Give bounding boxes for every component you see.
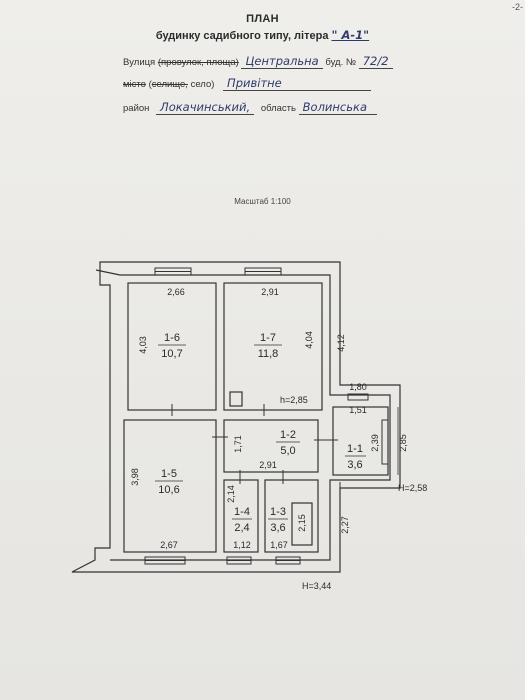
settlement-plain: село) bbox=[190, 79, 215, 90]
street-value: Центральна bbox=[241, 54, 323, 69]
dimension: 1,67 bbox=[270, 540, 288, 550]
room-area: 10,7 bbox=[161, 348, 182, 360]
room-label: 1-1 bbox=[347, 443, 363, 455]
district-label: район bbox=[123, 103, 150, 114]
house-value: 72/2 bbox=[358, 54, 393, 69]
doors bbox=[171, 404, 341, 494]
dimension: 4,04 bbox=[304, 331, 314, 349]
room-area: 10,6 bbox=[158, 484, 179, 496]
dimension: 2,91 bbox=[261, 287, 279, 297]
scale-label: Масштаб 1:100 bbox=[234, 197, 291, 206]
city-label: місто bbox=[123, 79, 146, 90]
dimension: 4,03 bbox=[138, 336, 148, 354]
dimension: 2,14 bbox=[226, 485, 236, 503]
street-options: (провулок, площа) bbox=[157, 57, 239, 68]
bath-fixture bbox=[291, 502, 313, 546]
room-label: 1-6 bbox=[164, 332, 180, 344]
room-1-5-outline bbox=[123, 419, 217, 553]
settlement-value: Привітне bbox=[223, 76, 372, 91]
dimension: 1,51 bbox=[349, 405, 367, 415]
district-value: Локачинський, bbox=[156, 100, 255, 115]
street-row: Вулиця (провулок, площа) Центральна буд.… bbox=[123, 54, 393, 69]
dimension: h=2,85 bbox=[280, 395, 308, 405]
room-area: 3,6 bbox=[270, 522, 285, 534]
outer-wall-inner bbox=[110, 274, 391, 561]
settlement-row: місто (селище, село) Привітне bbox=[123, 76, 372, 91]
room-area: 2,4 bbox=[234, 522, 249, 534]
dimension: 4,12 bbox=[336, 334, 346, 352]
dimension: 2,66 bbox=[167, 287, 185, 297]
oblast-value: Волинська bbox=[298, 100, 377, 115]
subtitle-prefix: будинку садибного типу, літера bbox=[155, 30, 329, 42]
dimension: 1,80 bbox=[349, 382, 367, 392]
house-label: буд. № bbox=[325, 57, 357, 68]
room-1-2-outline bbox=[223, 419, 319, 473]
room-1-3-outline bbox=[264, 479, 319, 553]
settlement-struck: селище, bbox=[151, 79, 188, 90]
room-area: 3,6 bbox=[347, 459, 362, 471]
room-label: 1-4 bbox=[234, 506, 250, 518]
dimension: 1,12 bbox=[233, 540, 251, 550]
room-label: 1-7 bbox=[260, 332, 276, 344]
room-label: 1-5 bbox=[161, 468, 177, 480]
dimension: 2,27 bbox=[340, 516, 350, 534]
room-label: 1-3 bbox=[270, 506, 286, 518]
document-subtitle: будинку садибного типу, літера " А-1" bbox=[0, 28, 525, 42]
dimension: 3,98 bbox=[130, 468, 140, 486]
district-row: район Локачинський, область Волинська bbox=[123, 100, 377, 115]
room-1-7-outline bbox=[223, 282, 323, 411]
dimension-lines bbox=[339, 262, 399, 560]
room-1-4-outline bbox=[223, 479, 259, 553]
windows bbox=[144, 267, 389, 565]
dimension: 1,71 bbox=[233, 435, 243, 453]
room-area: 5,0 bbox=[280, 445, 295, 457]
dimension: H=3,44 bbox=[302, 581, 331, 591]
dimension: 2,39 bbox=[370, 434, 380, 452]
document-title: ПЛАН bbox=[246, 13, 279, 25]
dimension: H=2,58 bbox=[398, 483, 427, 493]
dimension: 2,91 bbox=[259, 460, 277, 470]
outer-wall bbox=[71, 261, 401, 573]
litera-value: " А-1" bbox=[331, 28, 370, 42]
oblast-label: область bbox=[260, 103, 296, 114]
dimension: 2,67 bbox=[160, 540, 178, 550]
stove-symbol bbox=[229, 391, 243, 407]
dimension: 2,15 bbox=[297, 514, 307, 532]
room-label: 1-2 bbox=[280, 429, 296, 441]
page-number: -2- bbox=[512, 2, 523, 12]
street-label: Вулиця bbox=[123, 57, 156, 68]
dimension: 2,85 bbox=[398, 434, 408, 452]
room-area: 11,8 bbox=[258, 348, 279, 360]
